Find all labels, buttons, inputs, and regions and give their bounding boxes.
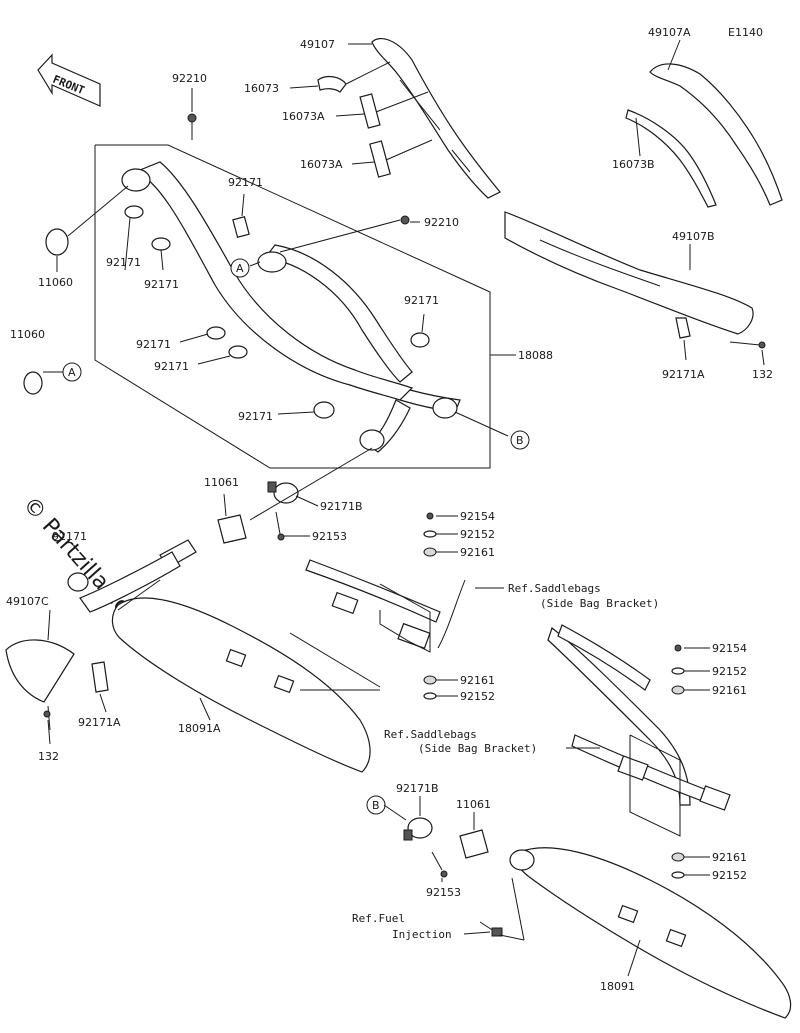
label-92171-d: 92171	[136, 338, 171, 351]
gasket-11060-set	[23, 228, 69, 395]
label-49107B: 49107B	[672, 230, 715, 243]
svg-text:A: A	[68, 366, 76, 379]
clamp-92171B-left	[267, 481, 299, 504]
label-92171-b: 92171	[106, 256, 141, 269]
label-18091: 18091	[600, 980, 635, 993]
heat-shield-49107A	[649, 63, 783, 206]
ref-fuel: Ref.Fuel	[352, 912, 405, 925]
ref-injection: Injection	[392, 928, 452, 941]
clip-92171A-right	[675, 317, 691, 339]
label-49107: 49107	[300, 38, 335, 51]
label-49107C: 49107C	[6, 595, 49, 608]
clamp-92171-set	[67, 205, 430, 592]
connector-sleeve-11061-left	[217, 514, 247, 544]
muffler-18091	[509, 847, 792, 1019]
side-bag-bracket-lower	[547, 624, 731, 837]
label-92154-2: 92154	[712, 642, 747, 655]
label-92171A-left: 92171A	[78, 716, 121, 729]
label-16073A-1: 16073A	[282, 110, 325, 123]
exhaust-pipe-18088	[121, 161, 461, 453]
clamp-band-16073A-1	[359, 93, 381, 129]
label-92210-mid: 92210	[424, 216, 459, 229]
leader-lines-right	[566, 647, 710, 876]
label-92153-left: 92153	[312, 530, 347, 543]
strap-16073B	[625, 109, 717, 208]
label-18088: 18088	[518, 349, 553, 362]
front-arrow-icon: FRONT	[37, 53, 101, 107]
label-92152-2: 92152	[460, 690, 495, 703]
heat-shield-49107B	[504, 211, 754, 335]
label-92171-g: 92171	[238, 410, 273, 423]
label-92171-c: 92171	[144, 278, 179, 291]
ref-saddlebags-1: Ref.Saddlebags	[508, 582, 601, 595]
clamp-92171B-right	[403, 817, 433, 841]
label-92171B-right: 92171B	[396, 782, 439, 795]
end-cap-49107C	[5, 639, 75, 703]
clip-92171A-left	[91, 661, 109, 693]
clamp-band-16073A-2	[369, 140, 391, 178]
callout-b-2: B	[366, 795, 386, 815]
svg-text:B: B	[372, 799, 380, 812]
label-11061-right: 11061	[456, 798, 491, 811]
ref-side-bag-bracket-2: (Side Bag Bracket)	[418, 742, 537, 755]
diagram-code: E1140	[728, 26, 763, 39]
label-92171-a: 92171	[228, 176, 263, 189]
callout-a-1: A	[230, 258, 250, 278]
clamp-16073	[317, 75, 347, 93]
label-92171B-left: 92171B	[320, 500, 363, 513]
muffler-18091A	[79, 539, 371, 773]
label-16073: 16073	[244, 82, 279, 95]
label-11060-1: 11060	[38, 276, 73, 289]
sensor-fuel-injection	[479, 921, 503, 937]
label-92210-top: 92210	[172, 72, 207, 85]
label-11061-left: 11061	[204, 476, 239, 489]
label-132-left: 132	[38, 750, 59, 763]
label-16073B: 16073B	[612, 158, 655, 171]
label-49107A: 49107A	[648, 26, 691, 39]
label-92152-4: 92152	[712, 869, 747, 882]
connector-sleeve-11061-right	[459, 829, 489, 859]
label-11060-2: 11060	[10, 328, 45, 341]
leader-lines-bottom	[383, 796, 641, 977]
label-92161-1: 92161	[460, 546, 495, 559]
label-92161-4: 92161	[712, 851, 747, 864]
leader-lines-left	[47, 447, 381, 745]
label-92171-e: 92171	[154, 360, 189, 373]
bolt-92153-left	[275, 511, 285, 541]
label-92153-right: 92153	[426, 886, 461, 899]
label-16073A-2: 16073A	[300, 158, 343, 171]
hardware-stack-center	[423, 512, 437, 700]
bolt-92153-right	[431, 851, 448, 878]
callout-b-1: B	[510, 430, 530, 450]
label-92154-1: 92154	[460, 510, 495, 523]
ref-side-bag-bracket-1: (Side Bag Bracket)	[540, 597, 659, 610]
side-bag-bracket-upper	[305, 559, 466, 653]
leader-lines-center	[436, 515, 504, 697]
label-18091A: 18091A	[178, 722, 221, 735]
label-92171-f: 92171	[404, 294, 439, 307]
bolt-132-left	[43, 705, 51, 731]
header-pipe-box	[94, 144, 491, 469]
callout-a-2: A	[62, 362, 82, 382]
svg-text:A: A	[236, 262, 244, 275]
label-132-right: 132	[752, 368, 773, 381]
label-92161-2: 92161	[460, 674, 495, 687]
label-92171-h: 92171	[52, 530, 87, 543]
label-92161-3: 92161	[712, 684, 747, 697]
bolt-132-right	[729, 341, 766, 349]
heat-shield-49107	[371, 38, 501, 199]
svg-text:B: B	[516, 434, 524, 447]
label-92152-3: 92152	[712, 665, 747, 678]
ref-saddlebags-2: Ref.Saddlebags	[384, 728, 477, 741]
label-92152-1: 92152	[460, 528, 495, 541]
leader-lines-top	[43, 39, 765, 437]
bolt-92210-set	[187, 113, 410, 253]
label-92171A-right: 92171A	[662, 368, 705, 381]
